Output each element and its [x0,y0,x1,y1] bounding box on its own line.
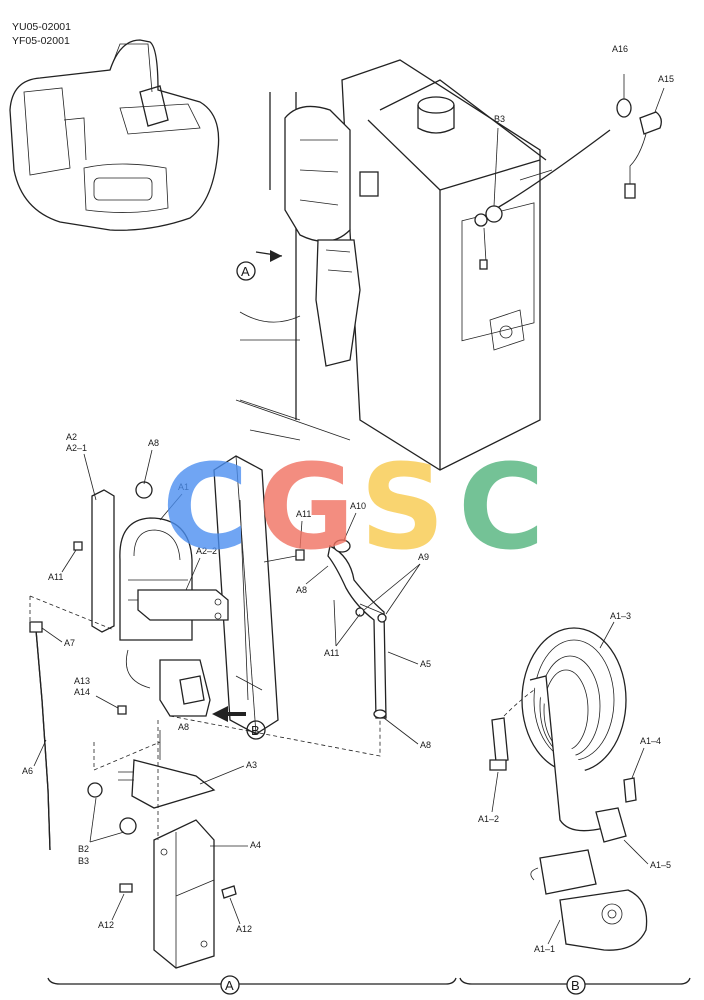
label-a15: A15 [658,74,674,84]
view-a-bottom-letter: A [225,978,234,993]
machine-thumbnail [9,39,220,231]
label-a8-d: A8 [420,740,431,750]
label-a7: A7 [64,638,75,648]
label-a8-a: A8 [148,438,159,448]
detail-b-assembly [489,627,648,951]
label-a2-2: A2–2 [196,546,217,556]
label-a9: A9 [418,552,429,562]
label-a12-a: A12 [98,920,114,930]
label-a1-2: A1–2 [478,814,499,824]
label-a4: A4 [250,840,261,850]
label-a5: A5 [420,659,431,669]
label-a12-b: A12 [236,924,252,934]
watermark-letter-0: C [162,438,249,576]
view-marker-b-mid: B [246,720,266,740]
watermark-letter-3: C [458,438,545,576]
label-a6: A6 [22,766,33,776]
sensor-parts-top [493,74,665,207]
label-a1-4: A1–4 [640,736,661,746]
label-a3: A3 [246,760,257,770]
label-b3-top: B3 [494,114,505,124]
label-a1-5: A1–5 [650,860,671,870]
engine-compartment [235,59,611,471]
view-a-top-letter: A [241,264,250,279]
label-a10: A10 [350,501,366,511]
label-a2: A2 [66,432,77,442]
label-a16: A16 [612,44,628,54]
model-code-2: YF05-02001 [12,35,70,47]
label-b3: B3 [78,856,89,866]
label-b2: B2 [78,844,89,854]
label-a2-1: A2–1 [66,443,87,453]
model-code-1: YU05-02001 [12,21,71,33]
watermark-letter-2: S [360,438,445,576]
label-a11-a: A11 [296,509,311,519]
view-b-bottom-letter: B [571,978,580,993]
watermark-letter-1: G [258,438,355,576]
label-a13: A13 [74,676,90,686]
label-a1-3: A1–3 [610,611,631,621]
label-a14: A14 [74,687,90,697]
label-a11-b: A11 [48,572,63,582]
view-b-mid-letter: B [251,723,260,738]
view-marker-a-top: A [236,261,256,281]
label-a1-1: A1–1 [534,944,555,954]
label-a1: A1 [178,482,189,492]
detail-a-assembly [29,455,387,969]
label-a8-b: A8 [296,585,307,595]
label-a11-c: A11 [324,648,339,658]
section-rules: A B [47,975,691,995]
label-a8-c: A8 [178,722,189,732]
